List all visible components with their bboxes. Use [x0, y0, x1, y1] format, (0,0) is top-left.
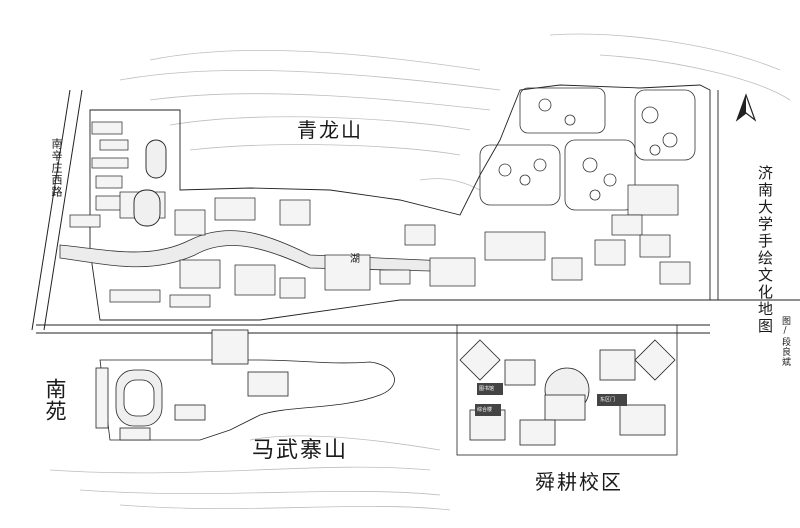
- east-tag-library: 图书馆: [479, 386, 495, 392]
- map-title: 济南大学手绘文化地图: [756, 165, 774, 335]
- north-stadium: [133, 139, 167, 227]
- road-west-label: 南辛庄西路: [50, 138, 63, 198]
- north-gardens: [479, 87, 696, 211]
- east-campus-tags: [475, 383, 627, 416]
- east-campus: [456, 324, 678, 456]
- mountain-south-label: 马武寨山: [252, 438, 349, 463]
- north-arrow-icon: [735, 93, 757, 122]
- mountain-north-label: 青龙山: [297, 118, 363, 142]
- lake-label: 湖: [350, 254, 360, 265]
- east-tag-complex: 综合楼: [477, 407, 493, 413]
- contour-lines: [49, 33, 791, 511]
- main-buildings: [69, 121, 691, 308]
- south-campus: [95, 329, 395, 441]
- map-author: 图/段良斌: [780, 316, 790, 367]
- district-south-label: 南苑: [43, 378, 67, 422]
- east-tag-gate: 东区门: [600, 397, 616, 403]
- west-road: [31, 89, 83, 331]
- campus-east-label: 舜耕校区: [535, 470, 623, 494]
